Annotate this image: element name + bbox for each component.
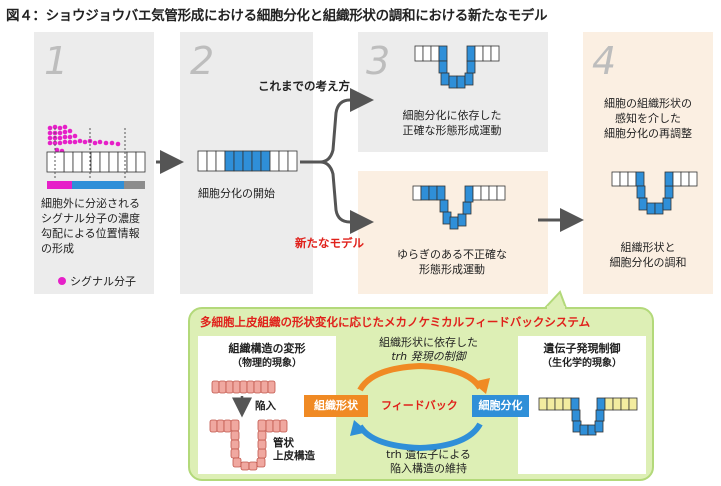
step3b-invagination	[412, 185, 506, 230]
tube-label-line: 上皮構造	[273, 450, 315, 462]
bottom-arrow-line: trh 遺伝子による	[386, 448, 471, 461]
cell-differentiation-badge: 細胞分化	[472, 395, 529, 417]
step4-desc-line: 細胞分化の調和	[609, 256, 687, 269]
step3-invagination	[414, 45, 500, 89]
signal-molecule-dot-icon	[58, 277, 66, 285]
bottom-arrow-line: 陥入構造の維持	[390, 462, 467, 475]
step1-desc-line: シグナル分子の濃度	[41, 212, 140, 225]
tube-label-line: 管状	[273, 437, 294, 449]
legend-label: シグナル分子	[70, 275, 136, 288]
branch-arrows	[300, 88, 584, 234]
conventional-model-label: これまでの考え方	[258, 79, 350, 93]
step-number-3: 3	[366, 39, 391, 83]
panel-step-4	[583, 32, 713, 294]
step1-desc-line: の形成	[41, 242, 74, 255]
step-number-1: 1	[44, 39, 69, 83]
top-arrow-text: 組織形状に依存した trh 発現の制御	[356, 336, 501, 364]
step4-desc-line: 組織形状と	[620, 241, 676, 254]
step1-desc-line: 細胞外に分泌される	[41, 197, 140, 210]
tissue-shape-badge: 組織形状	[304, 395, 368, 417]
tube-epithelium-label: 管状 上皮構造	[273, 437, 315, 463]
feedback-label: フィードバック	[381, 399, 458, 412]
gene-expression-title: 遺伝子発現制御 （生化学的現象）	[518, 341, 646, 371]
step3b-description: ゆらぎのある不正確な 形態形成運動	[368, 247, 536, 277]
panel-step-3	[358, 32, 548, 152]
pink-tube-structure	[209, 419, 288, 471]
step2-description: 細胞分化の開始	[198, 187, 275, 200]
right-box-subtitle: （生化学的現象）	[542, 358, 622, 369]
invagination-label: 陥入	[255, 400, 276, 412]
step3b-desc-line: ゆらぎのある不正確な	[397, 248, 507, 261]
top-feedback-arrow	[357, 362, 483, 392]
left-box-title: 組織構造の変形	[228, 342, 306, 355]
step1-desc-line: 勾配による位置情報	[41, 227, 140, 240]
step4-description-top: 細胞の組織形状の 感知を介した 細胞分化の再調整	[583, 96, 713, 141]
step1-cell-row	[63, 151, 146, 173]
callout-pointer	[542, 290, 568, 309]
top-arrow-line: trh 発現の制御	[391, 350, 466, 363]
position-info-bar	[47, 181, 145, 189]
right-box-title: 遺伝子発現制御	[543, 342, 621, 355]
step4-invagination	[611, 171, 698, 215]
bottom-feedback-arrow	[357, 422, 483, 452]
left-box-subtitle: （物理的現象）	[232, 358, 302, 369]
step-number-2: 2	[190, 39, 215, 83]
step2-cell-row	[197, 150, 298, 172]
mechano-heading: 多細胞上皮組織の形状変化に応じたメカノケミカルフィードバックシステム	[200, 315, 591, 329]
pink-cell-row	[211, 380, 276, 394]
step1-description: 細胞外に分泌される シグナル分子の濃度 勾配による位置情報 の形成	[41, 196, 140, 256]
figure-title: 図４：ショウジョウバエ気管形成における細胞分化と組織形状の調和における新たなモデ…	[6, 8, 548, 24]
step3-description: 細胞分化に依存した 正確な形態形成運動	[368, 108, 536, 138]
new-model-label: 新たなモデル	[295, 236, 364, 250]
step3-desc-line: 正確な形態形成運動	[402, 124, 502, 137]
step3b-desc-line: 形態形成運動	[419, 263, 485, 276]
step4-desc-line: 細胞分化の再調整	[604, 127, 692, 140]
bottom-arrow-text: trh 遺伝子による 陥入構造の維持	[356, 448, 501, 476]
gene-expression-structure	[538, 397, 638, 436]
step4-description-bottom: 組織形状と 細胞分化の調和	[583, 240, 713, 270]
step4-desc-line: 細胞の組織形状の	[604, 97, 692, 110]
step4-desc-line: 感知を介した	[615, 112, 681, 125]
panel-step-3b	[358, 171, 548, 294]
signal-molecule-legend: シグナル分子	[58, 274, 136, 289]
top-arrow-line: 組織形状に依存した	[379, 336, 478, 349]
step-number-4: 4	[592, 39, 617, 83]
step3-desc-line: 細胞分化に依存した	[402, 109, 502, 122]
tissue-deformation-title: 組織構造の変形 （物理的現象）	[198, 341, 336, 371]
